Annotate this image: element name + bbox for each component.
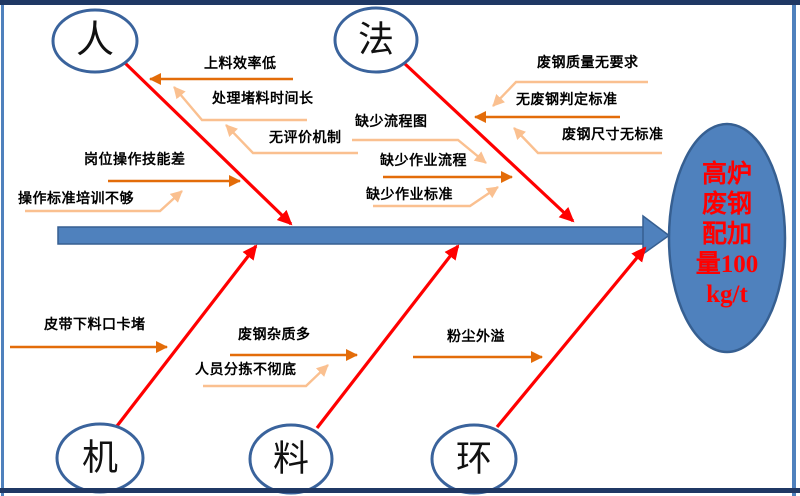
cause-label-missing-flowchart: 缺少流程图 [355,113,428,129]
cause-label-belt-chute-jam: 皮带下料口卡堵 [44,316,146,332]
effect-line-5: kg/t [706,281,748,308]
cause-label-missing-work-standard: 缺少作业标准 [366,186,453,202]
cause-label-operation-training-insufficient: 操作标准培训不够 [18,190,134,206]
method-circle [333,6,419,74]
effect-line-1: 高炉 [701,161,752,188]
cause-label-scrap-impurities: 废钢杂质多 [238,326,311,342]
cause-label-post-operation-skill-poor: 岗位操作技能差 [84,151,186,167]
arrow-no-evaluation-mechanism [225,124,358,155]
cause-label-dust-overflow: 粉尘外溢 [447,328,505,344]
frame-left [1,0,4,496]
method-category-label: 法 [357,19,395,60]
cause-label-no-scrap-quality-requirement: 废钢质量无要求 [537,54,639,70]
cause-label-jam-handling-time-long: 处理堵料时间长 [212,90,314,106]
machine-bone [115,244,258,427]
frame-right [792,0,796,496]
cause-label-feeding-efficiency-low: 上料效率低 [204,55,277,71]
machine-category-label: 机 [81,437,119,478]
frame-bottom [0,488,800,493]
spine-arrowhead [642,214,671,256]
effect-ellipse [667,122,787,354]
arrow-training-insufficient [25,190,183,213]
cause-label-no-evaluation-mechanism: 无评价机制 [269,129,342,145]
cause-label-sorting-incomplete: 人员分拣不彻底 [195,361,297,377]
effect-text: 高炉 废钢 配加 量100 kg/t [667,160,787,310]
person-circle [51,8,139,74]
spine-bar [57,226,645,245]
arrow-no-scrap-quality-requirement [492,80,648,107]
arrow-sorting-incomplete [203,364,329,388]
arrow-missing-flowchart [352,138,487,164]
cause-label-missing-work-flow: 缺少作业流程 [380,152,467,168]
method-bone [402,61,575,223]
effect-line-3: 配加 [701,221,752,248]
arrow-no-scrap-size-standard [513,127,662,155]
frame-top [0,0,800,5]
effect-line-4: 量100 [695,251,759,278]
environment-bone [495,246,647,429]
arrow-jam-handling-time [173,86,307,122]
material-bone [315,244,460,429]
material-category-label: 料 [272,438,310,479]
arrow-missing-work-standard [373,186,499,208]
cause-label-no-scrap-judgement-standard: 无废钢判定标准 [516,91,618,107]
cause-label-no-scrap-size-standard: 废钢尺寸无标准 [562,126,664,142]
person-bone [123,61,293,226]
person-category-label: 人 [75,19,115,62]
effect-line-2: 废钢 [701,191,752,218]
environment-category-label: 环 [455,438,493,479]
